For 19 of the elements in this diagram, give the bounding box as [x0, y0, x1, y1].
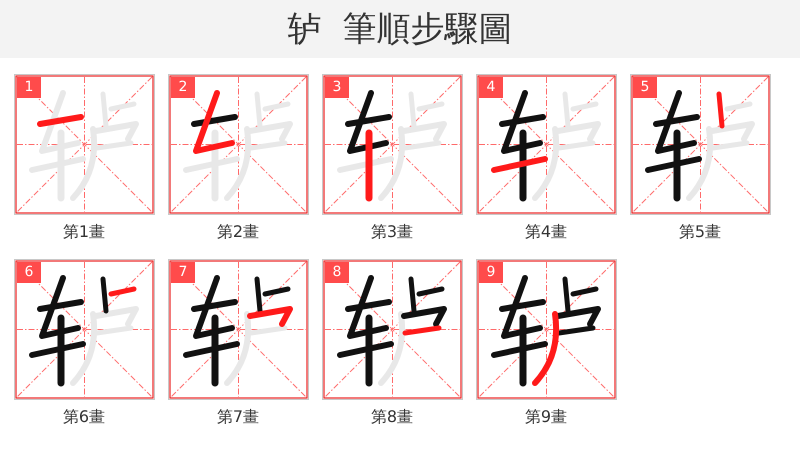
step-caption: 第7畫: [216, 407, 260, 427]
page-title: 轳 筆順步驟圖: [288, 8, 512, 50]
step-caption: 第3畫: [370, 222, 414, 242]
step-caption: 第2畫: [216, 222, 260, 242]
step-caption: 第4畫: [524, 222, 568, 242]
step-caption: 第8畫: [370, 407, 414, 427]
step-number: 3: [325, 77, 349, 98]
step-number: 1: [17, 77, 41, 98]
step-caption: 第6畫: [62, 407, 106, 427]
step-number: 6: [17, 262, 41, 283]
step-number: 7: [171, 262, 195, 283]
step-caption: 第9畫: [524, 407, 568, 427]
step-number: 9: [479, 262, 503, 283]
step-caption: 第5畫: [678, 222, 722, 242]
step-number: 5: [633, 77, 657, 98]
step-number: 8: [325, 262, 349, 283]
step-caption: 第1畫: [62, 222, 106, 242]
step-number: 2: [171, 77, 195, 98]
step-number: 4: [479, 77, 503, 98]
